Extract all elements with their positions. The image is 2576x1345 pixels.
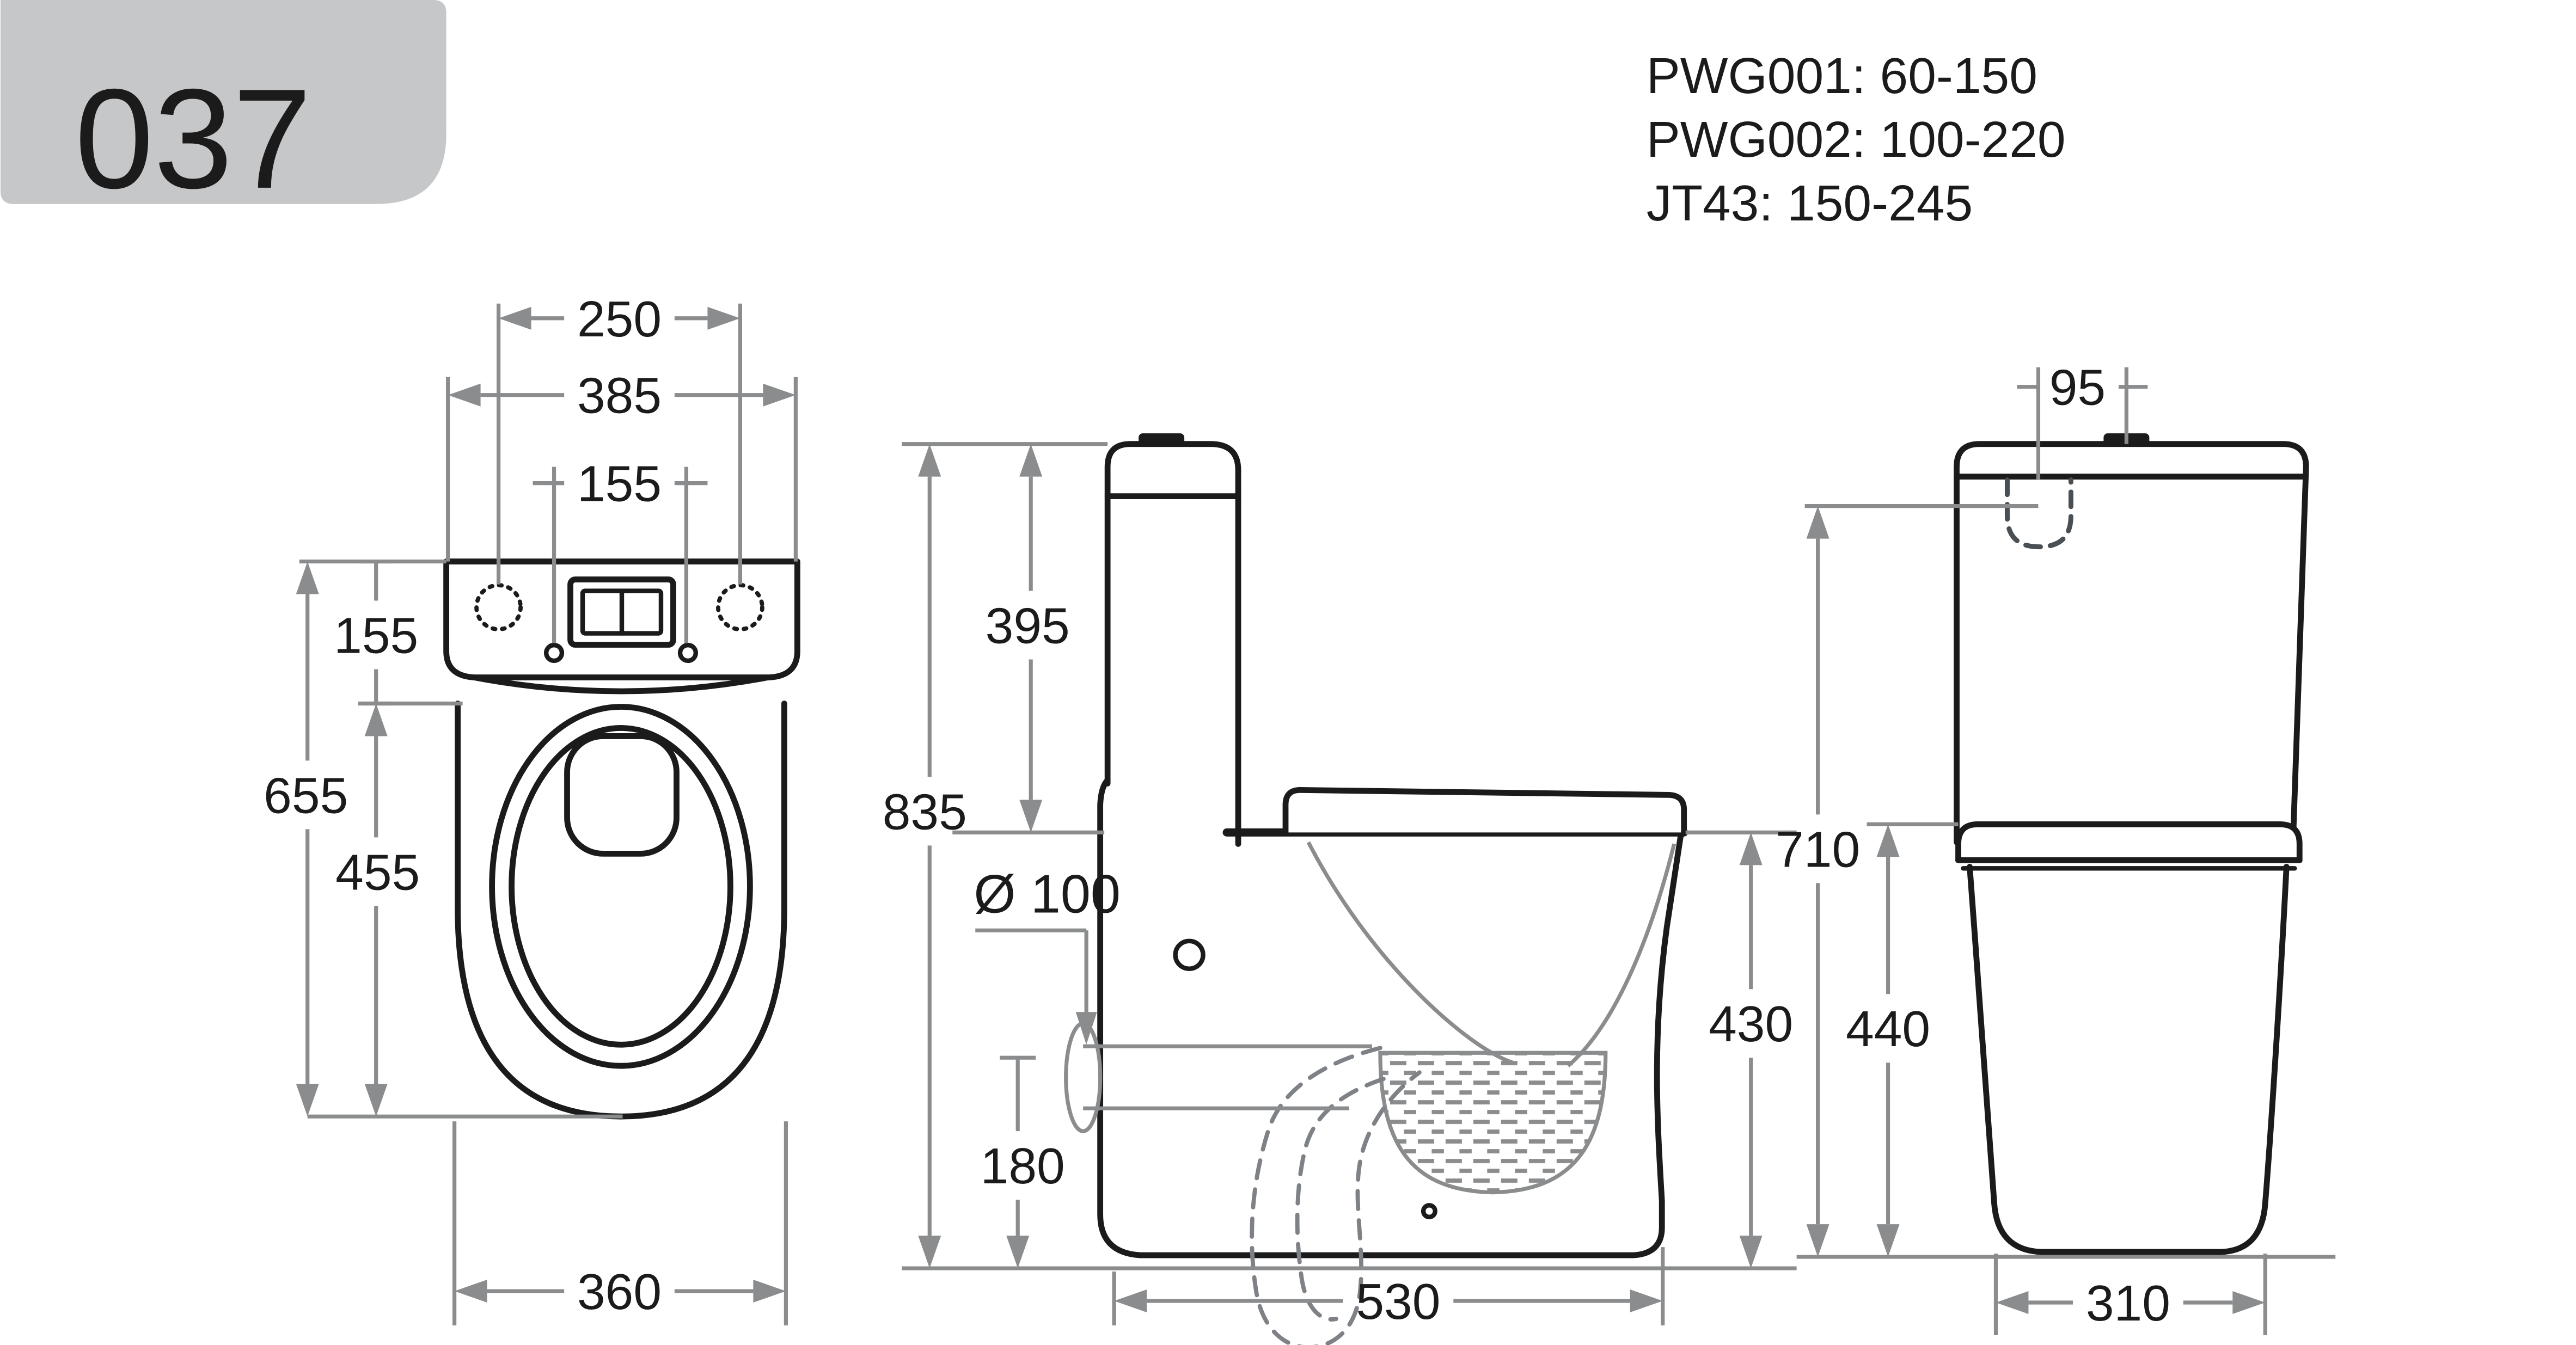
rear-inlet-dashed [2004,477,2073,550]
dim-440-seat-height: 440 [1846,824,1930,1257]
side-view [1064,433,1688,1345]
dim-655-total-depth: 655 [264,561,348,1117]
extension-lines [299,303,2336,1336]
dim-label: 655 [264,767,348,824]
side-outlet-pipe [1064,1021,1103,1133]
dim-180-outlet-height: 180 [981,1055,1065,1269]
dim-label: 530 [1356,1273,1440,1330]
dim-label: 155 [334,607,418,664]
dim-arrow [918,444,941,477]
dim-arrow [1739,1236,1763,1269]
dim-arrow [296,1084,319,1117]
rear-base [1967,863,2290,1255]
dim-arrow [707,306,741,330]
dim-arrow [1996,1291,2029,1315]
side-fixing-hole [1173,938,1206,971]
dim-label: 155 [577,456,662,512]
dim-arrow [448,383,481,407]
dim-label: 385 [577,367,662,424]
dim-155-cistern-depth: 155 [334,559,418,706]
dim-310-base-width: 310 [1996,1275,2266,1331]
dim-label: 250 [577,291,662,347]
plan-fixing-hole-right [716,583,764,631]
badge-background [0,0,446,204]
dim-arrow [1019,800,1043,833]
dim-label: 95 [2049,359,2106,416]
side-small-hole [1421,1203,1437,1220]
side-cistern [1104,441,1241,847]
dim-arrow [1114,1289,1147,1313]
dim-arrow [454,1280,487,1303]
plan-fixing-hole-left [474,583,523,631]
plan-flush-button-outer [567,576,676,648]
dim-arrow [1739,832,1763,865]
leader-arrow [1075,1012,1097,1045]
side-water-pool [1378,1051,1608,1195]
dim-395-cistern-height: 395 [986,444,1070,833]
dim-arrow [1630,1289,1663,1313]
rear-seat-band [1955,821,2303,863]
dim-95-inlet-span: 95 [2017,359,2148,416]
dim-710-inlet-height: 710 [1776,506,1860,1257]
dim-arrow [1876,1224,1900,1257]
plan-seat-hole-left [543,642,565,664]
dim-arrow [1876,824,1900,857]
side-seat [1282,787,1687,836]
dim-label: 310 [2086,1275,2170,1331]
plan-seat-outer [489,704,753,1069]
plan-seat-inner [509,725,733,1048]
dim-arrow [753,1280,786,1303]
dim-arrow [1019,444,1043,477]
dim-label: 180 [981,1138,1065,1194]
plan-cistern-lip [471,674,771,695]
plan-view [443,558,800,1120]
dim-label: 710 [1776,821,1860,877]
dim-530-projection: 530 [1114,1273,1663,1330]
rear-view [1954,433,2309,1255]
dim-label: Ø 100 [974,863,1121,924]
dim-label: 440 [1846,1000,1930,1057]
dim-arrow [498,306,531,330]
part-number: 037 [75,60,311,218]
dim-385-cistern-width: 385 [448,367,796,424]
dim-arrow [1006,1236,1030,1269]
rough-in-codes: PWG001: 60-150 PWG002: 100-220 JT43: 150… [1647,47,2066,231]
part-number-badge: 037 [0,0,446,218]
side-funnel-right [1567,843,1676,1067]
dim-arrow [1806,1224,1829,1257]
dim-arrow [918,1236,941,1269]
dim-arrow [364,1084,388,1117]
dim-arrow [763,383,796,407]
code-line-3: JT43: 150-245 [1647,175,1973,231]
dim-250-flush-hole-span: 250 [498,291,741,347]
dimensions: 250 385 155 155 655 455 360 835 395 430 180 530 95 71… [264,291,2266,1331]
dim-label: 360 [577,1263,662,1320]
dim-360-bowl-width: 360 [454,1263,786,1320]
dim-arrow [296,561,319,594]
side-trap-inner-dashed [1295,1077,1386,1322]
dim-100-outlet-diameter: Ø 100 [974,863,1121,1045]
dim-arrow [2232,1291,2266,1315]
side-flush-button [1139,433,1185,445]
dim-label: 395 [986,598,1070,654]
dim-835-total-height: 835 [883,444,967,1269]
dim-label: 430 [1709,996,1793,1052]
plan-bowl-opening [564,733,680,857]
dim-arrow [364,703,388,736]
dim-label: 455 [335,844,420,900]
plan-seat-hole-right [677,642,699,664]
dim-455-bowl-depth: 455 [335,703,420,1117]
side-bowl-outline [1097,777,1684,1258]
code-line-2: PWG002: 100-220 [1647,111,2066,168]
dim-arrow [1806,506,1829,539]
dim-155-seat-hole-span: 155 [533,456,708,512]
dim-430-rim-height: 430 [1709,832,1793,1269]
dim-label: 835 [883,783,967,840]
code-line-1: PWG001: 60-150 [1647,47,2037,104]
